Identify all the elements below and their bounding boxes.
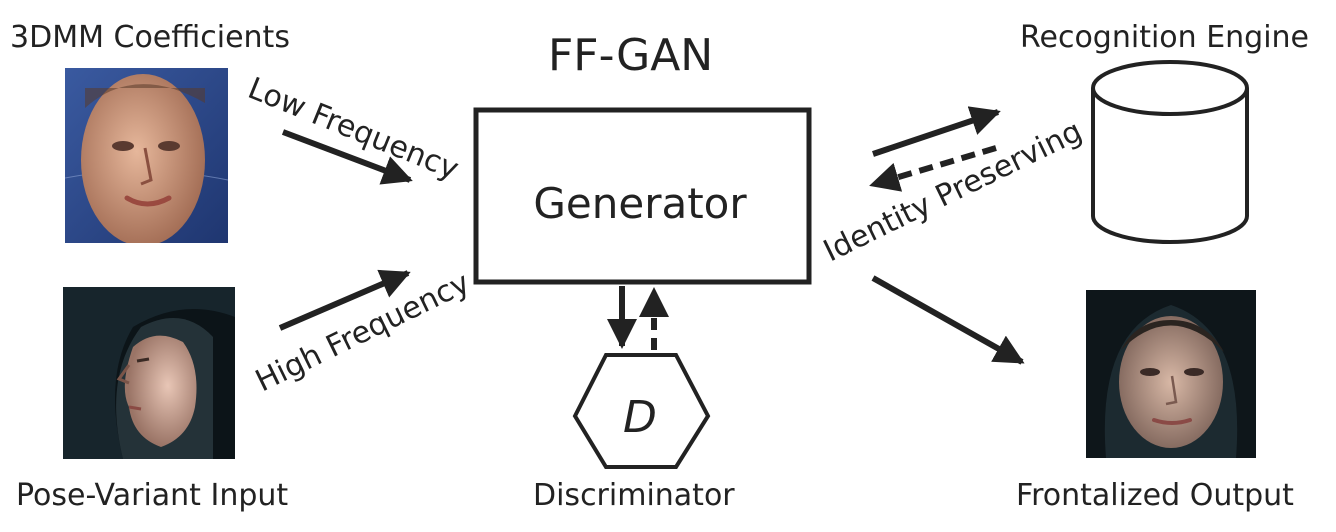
low-frequency-arrow <box>281 129 413 185</box>
pose-input-label: Pose-Variant Input <box>16 478 289 513</box>
generator-label: Generator <box>533 179 747 228</box>
frontalized-output-label: Frontalized Output <box>1016 478 1294 513</box>
recognition-engine-cylinder <box>1091 60 1249 244</box>
discriminator-symbol: D <box>623 392 657 443</box>
identity-preserving-label: Identity Preserving <box>818 114 1088 269</box>
high-frequency-arrow <box>278 269 411 331</box>
discriminator-hexagon <box>572 353 711 469</box>
discriminator-label: Discriminator <box>533 478 735 513</box>
diagram-title: FF-GAN <box>548 30 714 81</box>
pose-variant-face-image <box>63 287 235 459</box>
coefficients-label: 3DMM Coefficients <box>10 20 290 55</box>
low-frequency-label: Low Frequency <box>243 71 463 187</box>
high-frequency-label: High Frequency <box>250 265 475 399</box>
coefficients-face-image <box>65 68 228 243</box>
generator-to-output-arrow <box>871 275 1025 365</box>
recognition-engine-label: Recognition Engine <box>1020 20 1310 55</box>
frontalized-face-image <box>1086 290 1256 458</box>
generator-to-recognition-arrow <box>872 106 1001 157</box>
generator-box <box>473 107 812 285</box>
